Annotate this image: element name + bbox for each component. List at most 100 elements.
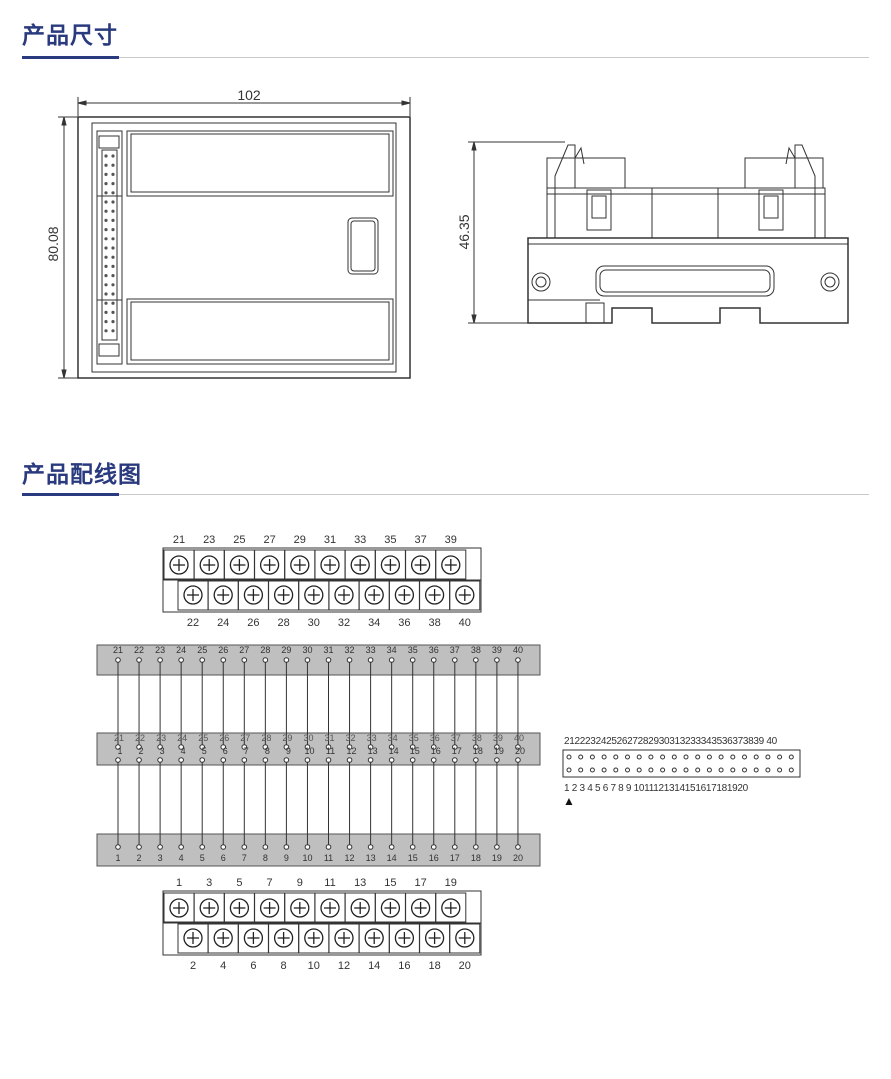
pin-dot xyxy=(104,320,108,324)
pin-dot xyxy=(104,329,108,333)
connector-pin xyxy=(730,754,736,760)
screw-icon xyxy=(364,928,384,948)
bus-pin xyxy=(494,844,500,850)
screw-icon xyxy=(273,585,294,605)
pin-dot xyxy=(104,172,108,176)
screw-icon xyxy=(304,585,324,605)
pin-dot xyxy=(111,163,115,167)
pin-dot xyxy=(111,246,115,250)
bus-lower-label: 14 xyxy=(387,853,397,863)
bus-lower-label: 12 xyxy=(345,853,355,863)
bus-upper-label: 23 xyxy=(155,645,165,655)
screw-icon xyxy=(441,555,461,575)
bus-pin xyxy=(388,744,395,750)
bus-middle-label: 8 xyxy=(265,746,270,756)
terminal-cell xyxy=(435,549,467,580)
bus-pin xyxy=(346,744,353,750)
bus-pin xyxy=(473,744,479,750)
terminal-label: 32 xyxy=(338,617,350,629)
connector-pin xyxy=(625,754,630,760)
bus-lower-label: 2 xyxy=(137,853,142,863)
bus-middle-label: 4 xyxy=(181,746,186,756)
bus-pin xyxy=(220,657,227,663)
bus-pin xyxy=(388,757,395,763)
top-view-drawing xyxy=(58,97,411,379)
terminal-label: 23 xyxy=(203,534,215,546)
bus-middle-label: 20 xyxy=(515,746,525,756)
bus-pin xyxy=(283,844,290,850)
connector-pin xyxy=(660,754,666,760)
bus-pin xyxy=(241,757,248,763)
bus-pin xyxy=(367,744,374,750)
screw-icon xyxy=(320,555,340,575)
connector-pin xyxy=(753,767,759,773)
upper-bus-bar xyxy=(96,644,541,676)
pin-dot xyxy=(111,255,115,259)
connector-pin xyxy=(788,767,794,773)
bus-pin xyxy=(430,744,437,750)
bus-pin xyxy=(409,657,416,663)
screw-icon xyxy=(183,928,203,948)
bus-upper-label: 35 xyxy=(408,645,418,655)
terminal-cell xyxy=(449,923,481,954)
bus-upper-label: 40 xyxy=(513,645,523,655)
bus-pin xyxy=(304,757,311,763)
bus-pin xyxy=(115,844,121,850)
bus-pin xyxy=(262,844,269,850)
bus-pin xyxy=(367,757,374,763)
pin-dot xyxy=(111,200,115,204)
bus-pin xyxy=(136,657,142,663)
screw-icon xyxy=(455,585,475,605)
screw-icon xyxy=(169,898,189,918)
terminal-label: 13 xyxy=(354,877,366,889)
terminal-label: 11 xyxy=(324,877,335,889)
bus-middle-label: 39 xyxy=(493,733,503,743)
bus-pin xyxy=(136,757,142,763)
bus-lower-label: 7 xyxy=(242,853,247,863)
pin-dot xyxy=(104,283,108,287)
bus-pin xyxy=(199,744,205,750)
bus-pin xyxy=(325,844,332,850)
bus-pin xyxy=(409,744,416,750)
connector-pin xyxy=(718,767,724,773)
terminal-label: 20 xyxy=(459,960,471,972)
bus-pin xyxy=(199,757,205,763)
connector-pin xyxy=(706,754,712,760)
width-dimension-label: 102 xyxy=(237,87,261,103)
pin-dot xyxy=(111,310,115,314)
bus-middle-label: 37 xyxy=(451,733,461,743)
bus-upper-label: 37 xyxy=(450,645,460,655)
pin-dot xyxy=(104,264,108,268)
screw-icon xyxy=(304,928,324,948)
bus-pin xyxy=(452,657,458,663)
screw-icon xyxy=(273,928,294,948)
side-view-drawing xyxy=(468,141,849,324)
screw-icon xyxy=(380,555,401,575)
bus-middle-label: 1 xyxy=(117,746,122,756)
pin-dot xyxy=(104,310,108,314)
bus-pin xyxy=(283,757,290,763)
bus-upper-label: 30 xyxy=(302,645,312,655)
bus-middle-label: 10 xyxy=(304,746,314,756)
terminal-label: 39 xyxy=(445,534,457,546)
bus-pin xyxy=(157,757,163,763)
bus-lower-label: 19 xyxy=(492,853,502,863)
screw-icon xyxy=(213,585,233,605)
connector-pin xyxy=(777,767,783,773)
bus-pin xyxy=(199,657,205,663)
bus-middle-label: 30 xyxy=(303,733,313,743)
bus-pin xyxy=(325,757,332,763)
bus-lower-label: 10 xyxy=(302,853,312,863)
screw-icon xyxy=(441,898,461,918)
screw-icon xyxy=(350,898,370,918)
lower-bus-bar xyxy=(96,833,541,867)
connector-pin xyxy=(636,754,642,760)
bus-middle-label: 16 xyxy=(431,746,441,756)
pin-dot xyxy=(111,329,115,333)
bus-upper-label: 33 xyxy=(366,645,376,655)
pin-dot xyxy=(104,292,108,296)
connector-bottom-labels: 1 2 3 4 5 6 7 8 9 1011121314151617181920 xyxy=(564,783,749,794)
wiring-divider xyxy=(22,494,869,495)
terminal-label: 18 xyxy=(428,960,440,972)
